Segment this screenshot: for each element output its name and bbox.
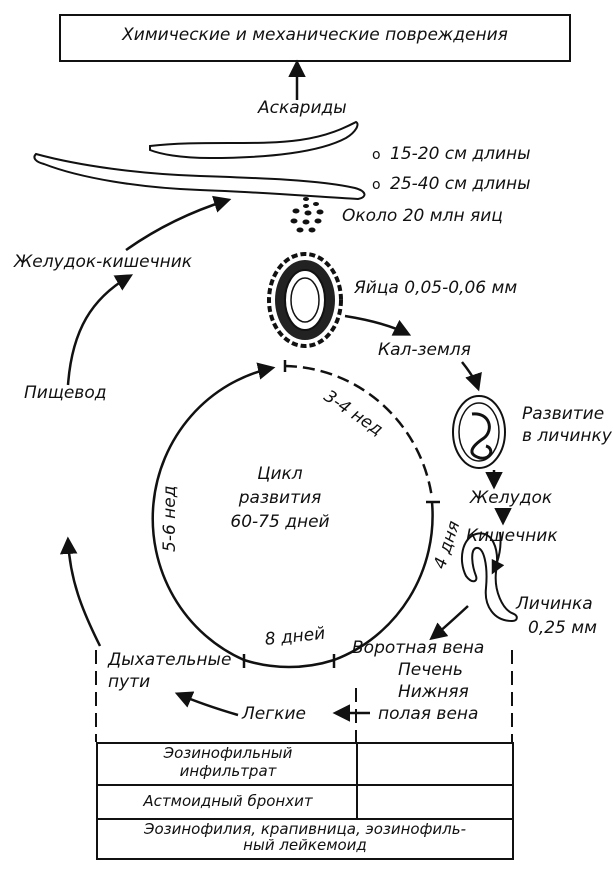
male-length: 15-20 см длины <box>390 146 531 163</box>
ivc-line1: Нижняя <box>398 684 469 701</box>
table-row-divider-1 <box>96 784 512 786</box>
arrow-stomach-to-worms <box>126 200 228 250</box>
arrow-larva-to-portal <box>432 606 468 638</box>
table-col-divider <box>356 742 358 820</box>
egg-with-larva <box>453 396 505 468</box>
stomach-intestine-label: Желудок-кишечник <box>14 254 192 271</box>
egg-label: Яйца 0,05-0,06 мм <box>354 280 517 297</box>
arrow-esophagus-to-stomach <box>68 276 130 385</box>
arrow-soil-to-development <box>462 362 478 388</box>
egg-cluster <box>291 197 324 233</box>
larva-line2: 0,25 мм <box>528 620 597 637</box>
larva-dev-line1: Развитие <box>522 406 604 423</box>
portal-vein-label: Воротная вена <box>352 640 484 657</box>
cycle-segment-4-days <box>334 502 433 660</box>
ivc-line2: полая вена <box>378 706 478 723</box>
female-worm <box>34 154 364 199</box>
worms-label: Аскариды <box>258 100 347 117</box>
stool-soil-label: Кал-земля <box>378 342 471 359</box>
bullet-male: o <box>372 148 381 162</box>
arrow-egg-to-soil <box>345 316 408 334</box>
larva-dev-line2: в личинку <box>522 428 612 445</box>
table-row1-line1: Эозинофильный <box>100 746 356 762</box>
liver-label: Печень <box>398 662 463 679</box>
table-row1-line2: инфильтрат <box>100 764 356 780</box>
arrow-airways-to-esophagus <box>68 540 100 646</box>
table-row2: Астмоидный бронхит <box>100 794 356 810</box>
larva <box>462 533 517 621</box>
cycle-title-line2: развития <box>220 490 340 507</box>
stomach-label: Желудок <box>470 490 552 507</box>
eggs-count: Около 20 млн яиц <box>342 208 503 225</box>
cycle-segment-8-days <box>244 660 334 667</box>
airways-line1: Дыхательные <box>108 652 231 669</box>
egg-large <box>269 254 341 346</box>
cycle-title-line1: Цикл <box>220 466 340 483</box>
airways-line2: пути <box>108 674 150 691</box>
bullet-female: o <box>372 178 381 192</box>
male-worm <box>150 122 358 158</box>
seg-label-5-6-weeks: 5-6 нед <box>162 486 179 553</box>
larva-line1: Личинка <box>516 596 593 613</box>
esophagus-label: Пищевод <box>24 385 106 402</box>
female-length: 25-40 см длины <box>390 176 531 193</box>
intestine-label: Кишечник <box>466 528 558 545</box>
arrow-lungs-to-airways <box>178 694 238 715</box>
lungs-label: Легкие <box>242 706 306 723</box>
table-row3-line2: ный лейкемоид <box>100 838 510 854</box>
cycle-title-line3: 60-75 дней <box>215 514 345 531</box>
